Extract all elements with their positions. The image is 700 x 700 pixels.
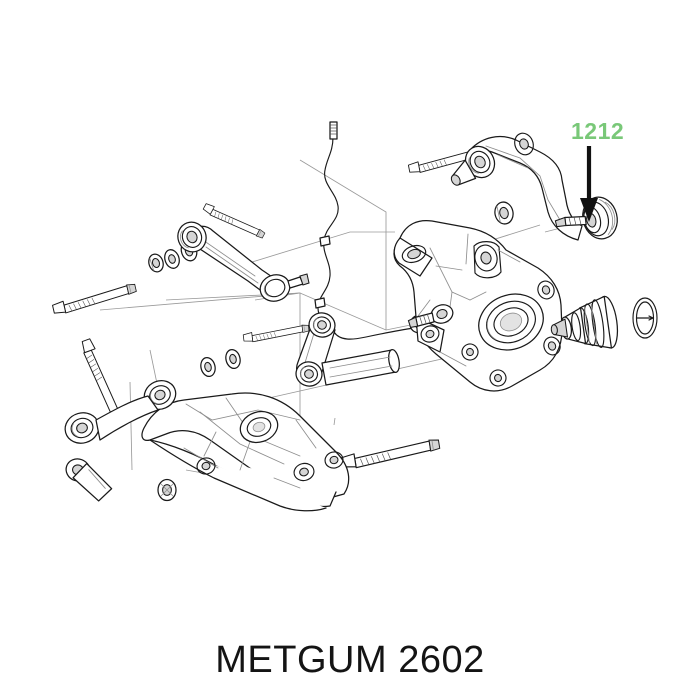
toe-link	[295, 312, 400, 387]
toe-link-bolt	[242, 323, 310, 344]
circlip	[632, 297, 658, 339]
camber-link	[177, 221, 310, 302]
upper-control-arm	[450, 132, 618, 241]
callout-arrow-1212	[580, 146, 598, 222]
lower-arm-rear-bolt	[340, 438, 442, 471]
cv-joint-boot	[550, 295, 619, 349]
lower-arm-long-bolt	[51, 282, 139, 316]
lower-control-arm	[64, 380, 350, 512]
watermark: METGUM 2602	[0, 639, 700, 682]
watermark-text: METGUM 2602	[215, 639, 485, 681]
wheel-knuckle	[393, 219, 563, 392]
lower-arm-nut	[157, 478, 177, 502]
callout-label-1212: 1212	[571, 118, 625, 144]
lower-arm-washers	[200, 349, 241, 377]
